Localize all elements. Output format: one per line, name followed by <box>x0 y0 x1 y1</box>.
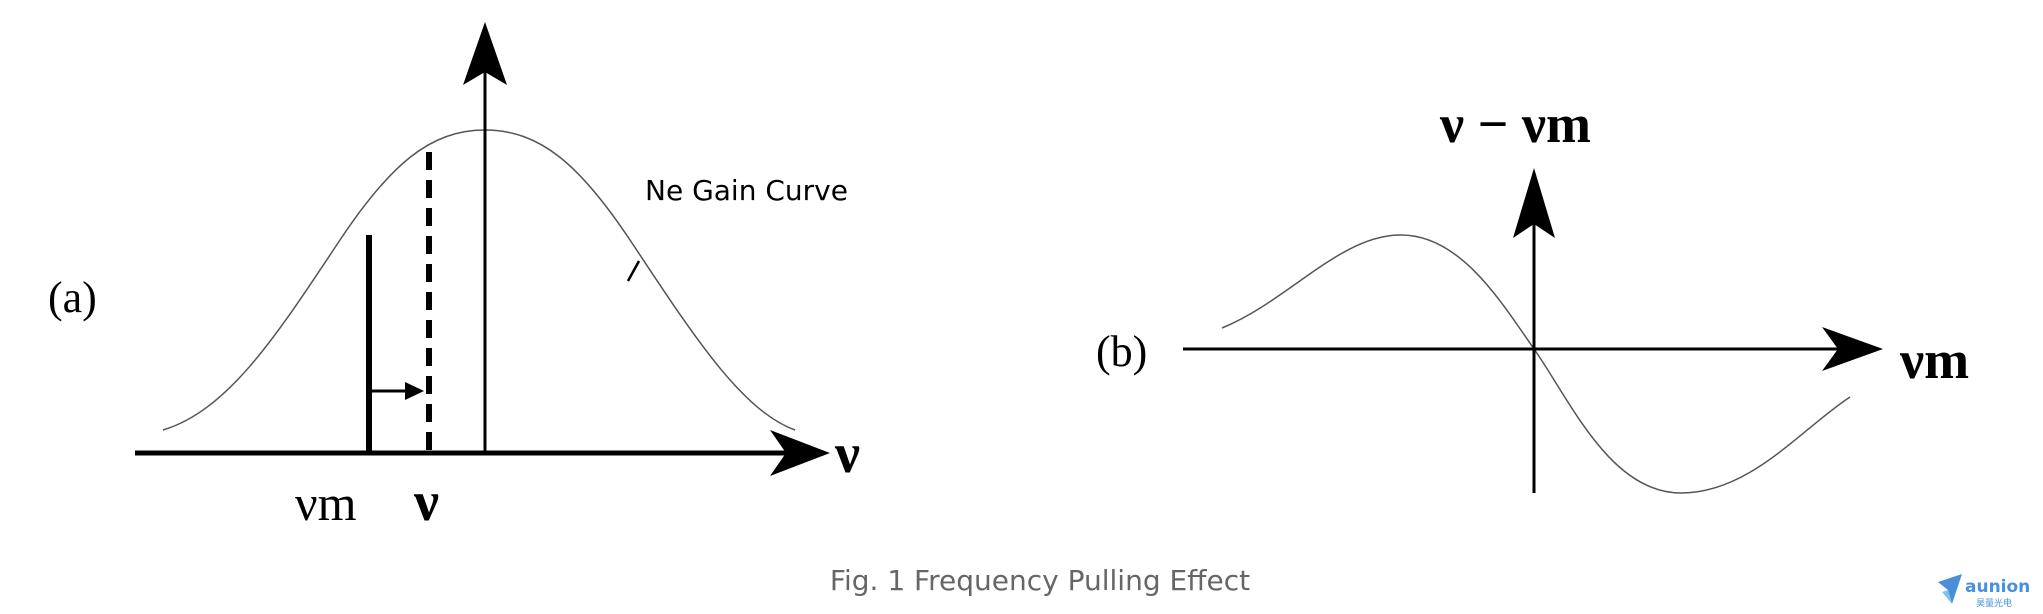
x-axis-arrowhead <box>770 430 830 476</box>
y-axis-label: ν − νm <box>1439 94 1591 154</box>
pulling-curve <box>1221 234 1851 494</box>
v-marker-label: ν <box>413 471 439 533</box>
panel-a: (a) Ne Gain Curve ν νm ν <box>48 22 860 533</box>
watermark-brand: aunion <box>1965 577 2030 597</box>
panel-b-label: (b) <box>1096 327 1147 376</box>
panel-b: (b) ν − νm νm <box>1096 94 1969 494</box>
y-axis-arrowhead <box>463 22 507 85</box>
watermark-brand-sub: 昊量光电 <box>1976 597 2012 609</box>
pull-arrowhead <box>405 382 424 400</box>
gain-curve-label: Ne Gain Curve <box>645 174 848 207</box>
paper-plane-icon: aunion 昊量光电 <box>1938 574 2030 609</box>
panel-a-label: (a) <box>48 273 97 322</box>
watermark-logo: aunion 昊量光电 <box>1936 570 2036 610</box>
gain-curve-pointer <box>626 260 641 282</box>
x-axis-label: νm <box>1899 330 1969 390</box>
x-axis-label: ν <box>834 423 860 485</box>
x-axis-arrowhead <box>1822 327 1883 371</box>
vm-marker-label: νm <box>295 475 357 531</box>
y-axis-arrowhead <box>1513 168 1555 238</box>
figure-caption: Fig. 1 Frequency Pulling Effect <box>829 564 1251 597</box>
